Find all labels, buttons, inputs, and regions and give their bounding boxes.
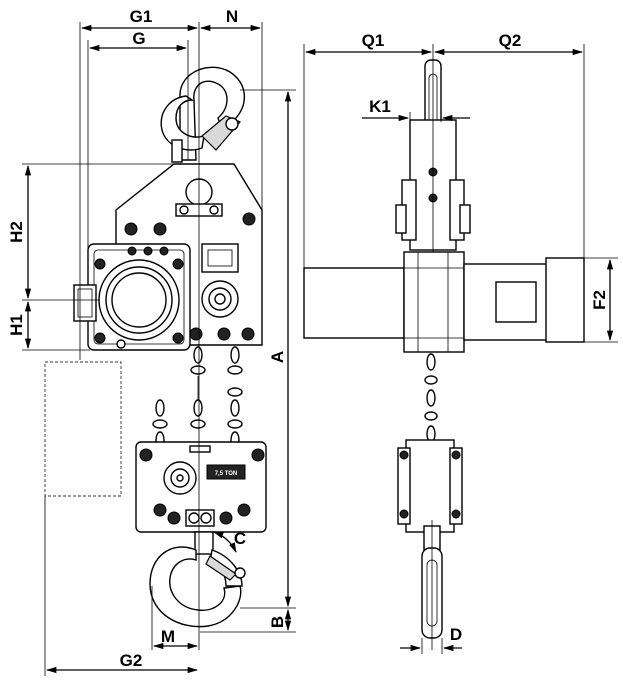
- side-lower-block: [405, 439, 455, 533]
- side-motor-left: [303, 267, 405, 339]
- capacity-plate: [206, 464, 246, 480]
- label-b: B: [268, 616, 287, 628]
- dimension-labels: G1 N G H2 H1 A C B M G2 Q1 Q2 K1 F2 D: [7, 7, 609, 670]
- side-load-chain: [424, 353, 438, 443]
- side-view: [303, 59, 585, 650]
- top-hook: [160, 66, 245, 163]
- control-box: [201, 243, 239, 273]
- label-q2: Q2: [499, 31, 522, 50]
- label-g1: G1: [130, 7, 153, 26]
- label-q1: Q1: [362, 31, 385, 50]
- side-motor-end: [545, 257, 585, 343]
- load-chain-upper: [152, 346, 243, 449]
- front-view: 7,5 TON: [44, 66, 267, 628]
- label-h1: H1: [7, 314, 26, 336]
- label-f2: F2: [590, 290, 609, 310]
- side-gearbox: [403, 251, 465, 353]
- label-n: N: [226, 7, 238, 26]
- chain-bag-outline: [44, 361, 122, 497]
- label-g: G: [132, 29, 145, 48]
- label-a: A: [268, 351, 287, 363]
- label-c: C: [234, 529, 246, 548]
- label-k1: K1: [369, 97, 391, 116]
- capacity-plate-text: 7,5 TON: [215, 471, 238, 477]
- side-knob: [73, 284, 97, 322]
- terminal-box: [495, 281, 537, 323]
- label-h2: H2: [7, 221, 26, 243]
- dimension-lines: [22, 22, 618, 676]
- label-d: D: [450, 625, 462, 644]
- label-g2: G2: [120, 651, 143, 670]
- label-m: M: [161, 627, 175, 646]
- bottom-hook: [149, 531, 246, 628]
